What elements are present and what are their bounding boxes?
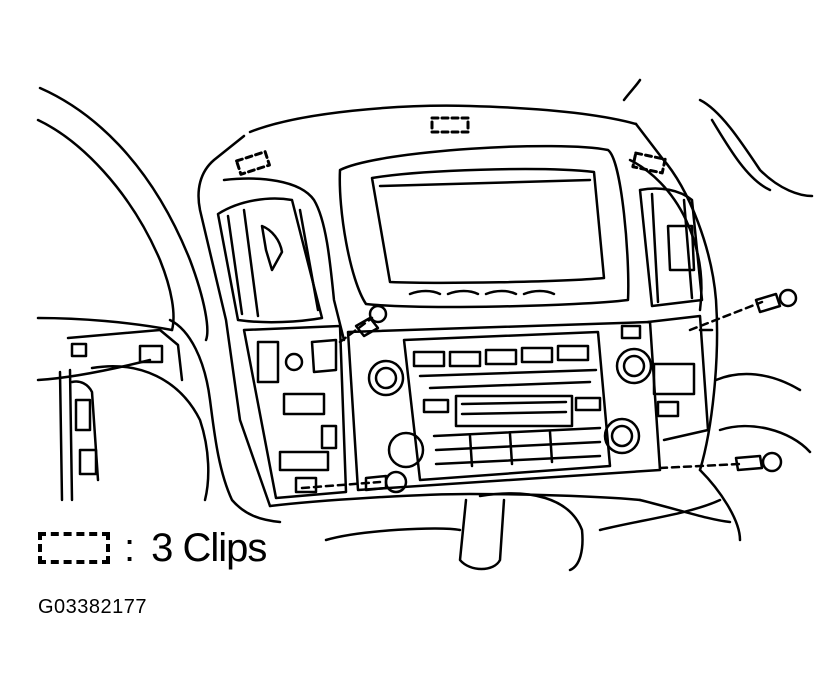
left-air-vent [216,197,324,324]
right-dash-edge [622,78,814,542]
legend-colon: : [124,526,136,570]
control-knobs [367,347,653,469]
right-air-vent [638,187,704,308]
clip-marker-top [430,116,470,134]
screw-upper-right [688,288,798,332]
left-lower-panel [66,318,282,524]
left-switch-panel [242,324,348,500]
screw-lower-right [658,451,783,473]
screw-upper-left [338,304,388,344]
right-side-panel [620,314,714,442]
dashed-rectangle-icon [38,532,110,564]
figure-id: G03382177 [38,596,148,618]
control-panel [346,320,662,492]
clip-markers [235,116,667,176]
navigation-display [338,144,630,309]
clip-marker-right [631,151,667,175]
clip-legend: : 3 Clips [38,524,267,572]
instrument-cluster-hood [36,86,209,502]
screw-lower-left [300,470,408,494]
screws [300,288,798,494]
lower-console [268,492,732,572]
clip-marker-left [235,150,271,176]
legend-label: 3 Clips [151,526,267,570]
